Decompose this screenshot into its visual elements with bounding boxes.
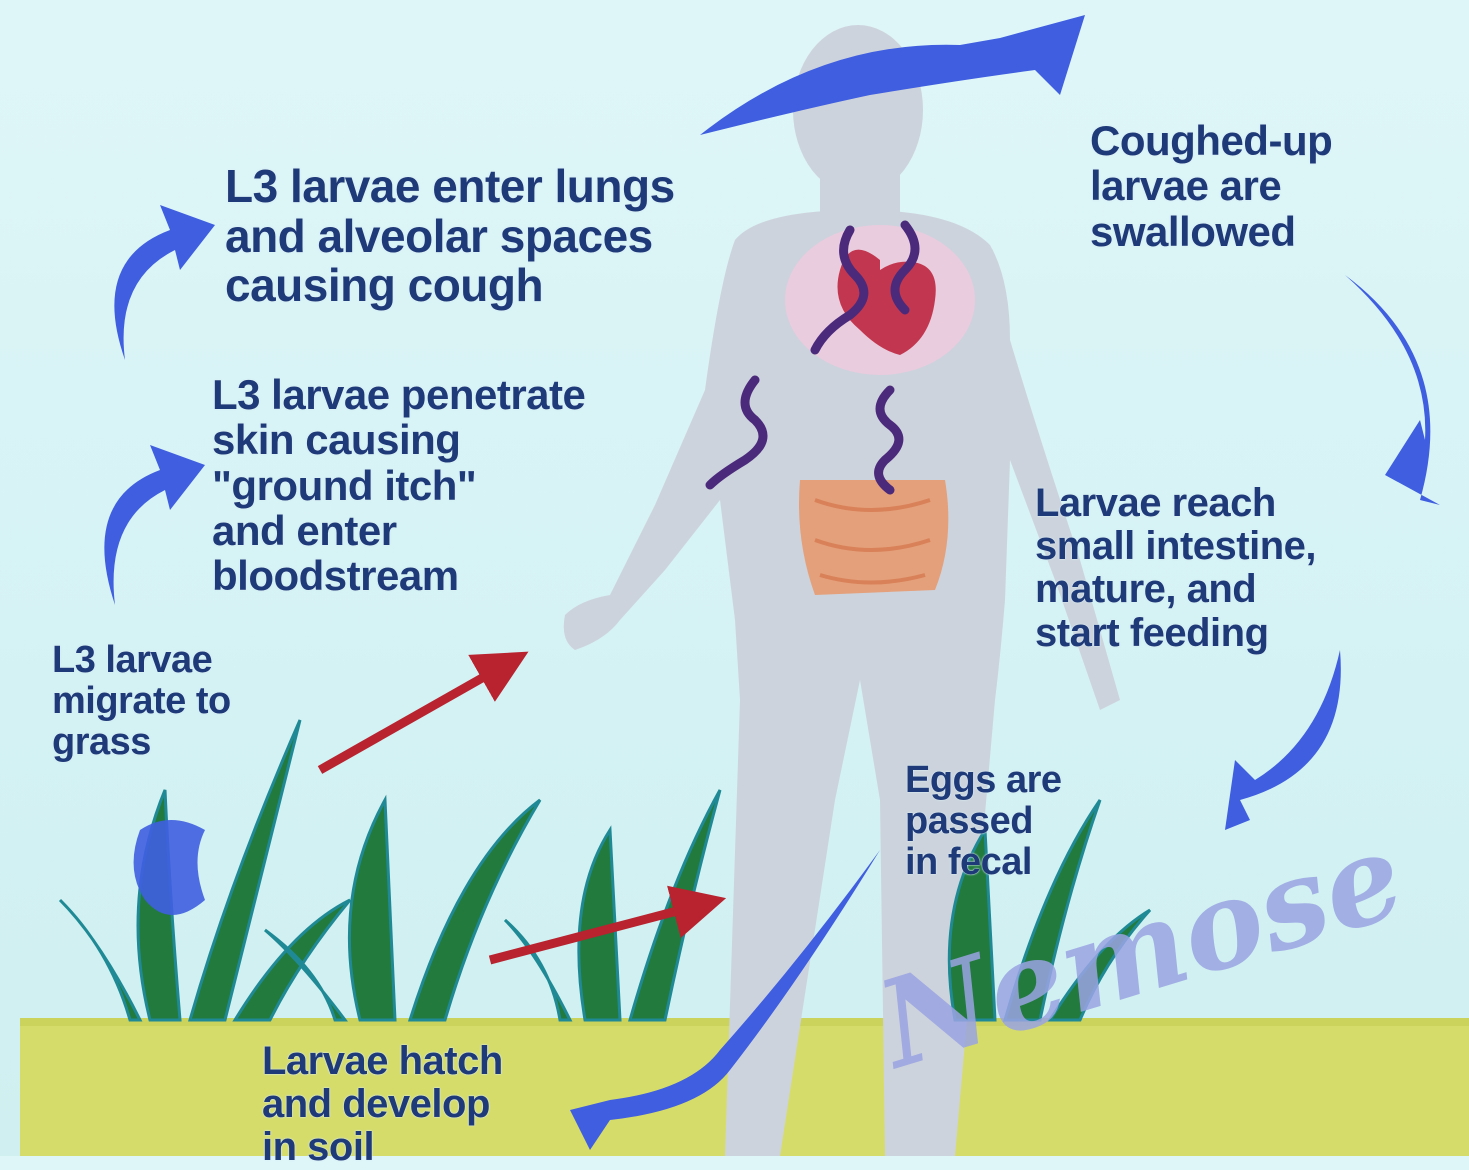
label-grass: L3 larvae migrate to grass: [52, 640, 231, 763]
label-skin: L3 larvae penetrate skin causing "ground…: [212, 372, 585, 599]
label-swallowed: Coughed-up larvae are swallowed: [1090, 118, 1332, 254]
label-intestine: Larvae reach small intestine, mature, an…: [1035, 482, 1316, 655]
label-eggs: Eggs are passed in fecal: [905, 760, 1062, 883]
label-soil: Larvae hatch and develop in soil: [262, 1040, 503, 1170]
label-lungs: L3 larvae enter lungs and alveolar space…: [225, 162, 675, 311]
intestine-icon: [799, 480, 948, 595]
